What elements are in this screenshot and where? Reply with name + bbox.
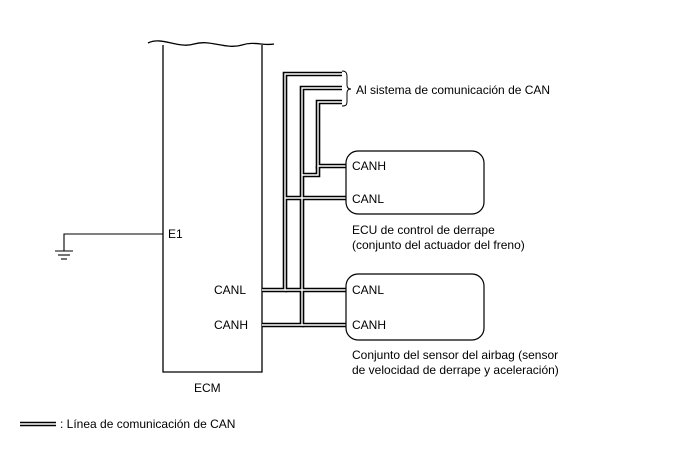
can-system-label: Al sistema de comunicación de CAN (356, 83, 550, 97)
legend-text: : Línea de comunicación de CAN (60, 417, 235, 431)
ecm-label: ECM (194, 381, 221, 395)
airbag-pin-canl: CANL (352, 283, 384, 297)
airbag-caption-line-2: de velocidad de derrape y aceleración) (352, 363, 559, 377)
airbag-pin-canh: CANH (352, 318, 386, 332)
skid-ecu-pin-canl: CANL (352, 192, 384, 206)
can-system-brace (341, 70, 352, 107)
ground-wire (55, 233, 163, 260)
ecm-pin-canh: CANH (214, 318, 248, 332)
ecm-pin-canl: CANL (214, 283, 246, 297)
ecm-break-line (147, 40, 275, 47)
skid-ecu-pin-canh: CANH (352, 159, 386, 173)
skid-ecu-caption-line-2: (conjunto del actuador del freno) (352, 238, 525, 252)
ecm-pin-e1: E1 (168, 227, 183, 241)
airbag-caption-line-1: Conjunto del sensor del airbag (sensor (352, 348, 558, 362)
airbag-sensor-box (345, 273, 485, 341)
can-bus-lines (262, 71, 346, 328)
skid-ecu-caption-line-1: ECU de control de derrape (352, 223, 495, 237)
ecm-block (147, 40, 275, 373)
skid-control-ecu-box (345, 150, 485, 215)
